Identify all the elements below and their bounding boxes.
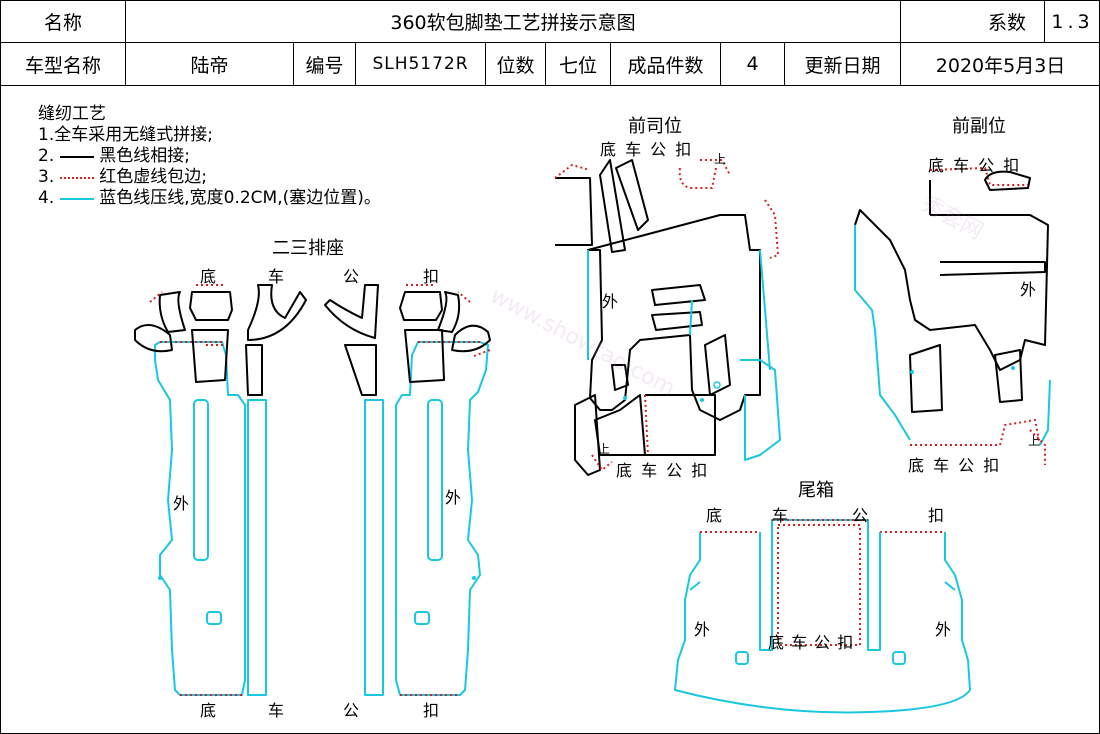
driver-side-mark: 上 bbox=[598, 442, 611, 456]
name-label: 名称 bbox=[0, 0, 126, 43]
code-value: SLH5172R bbox=[355, 42, 486, 86]
passenger-side-mark: 上 bbox=[1028, 434, 1041, 448]
driver-top-mark: 上 bbox=[714, 152, 727, 166]
section-title-rear-seats: 二三排座 bbox=[272, 238, 344, 259]
passenger-bottom-label: 底 车 公 扣 bbox=[908, 456, 1002, 475]
trunk-top-label-di: 底 bbox=[706, 506, 723, 525]
rear-seat-pieces bbox=[134, 284, 491, 396]
trunk-center-label: 底 车 公 扣 bbox=[768, 633, 855, 652]
header-table: 名称 360软包脚垫工艺拼接示意图 系数 1.3 车型名称 陆帝 编号 SLH5… bbox=[0, 0, 1100, 86]
rear-top-label-che: 车 bbox=[268, 267, 285, 286]
rear-left-panel bbox=[154, 341, 267, 696]
trunk-top-label-che: 车 bbox=[772, 506, 789, 525]
passenger-panel bbox=[854, 167, 1051, 465]
seats-value: 七位 bbox=[545, 42, 611, 86]
rear-top-label-di: 底 bbox=[200, 267, 217, 286]
legend-item-2-num: 2. bbox=[38, 146, 55, 166]
rear-right-outer-label: 外 bbox=[445, 488, 462, 507]
rear-bottom-label-gong: 公 bbox=[343, 701, 360, 720]
trunk-top-label-gong: 公 bbox=[852, 506, 869, 525]
legend-item-2: 2. 黑色线相接; bbox=[38, 146, 381, 167]
legend-item-3-num: 3. bbox=[38, 167, 55, 187]
code-label: 编号 bbox=[293, 42, 356, 86]
black-line-swatch bbox=[60, 155, 95, 158]
page-title: 360软包脚垫工艺拼接示意图 bbox=[124, 0, 902, 43]
trunk-top-label-kou: 扣 bbox=[928, 506, 945, 525]
driver-panel bbox=[554, 159, 781, 476]
rear-left-outer-label: 外 bbox=[173, 494, 190, 513]
rear-top-label-kou: 扣 bbox=[423, 267, 440, 286]
legend-title: 缝纫工艺 bbox=[38, 104, 106, 124]
driver-top-label: 底 车 公 扣 bbox=[600, 140, 694, 159]
driver-outer-label: 外 bbox=[602, 292, 619, 311]
legend-item-2-text: 黑色线相接; bbox=[99, 146, 190, 166]
legend-item-4-num: 4. bbox=[38, 188, 55, 208]
pieces-label: 成品件数 bbox=[610, 42, 721, 86]
passenger-outer-label: 外 bbox=[1020, 280, 1037, 299]
rear-top-label-gong: 公 bbox=[343, 267, 360, 286]
section-title-passenger: 前副位 bbox=[952, 116, 1006, 137]
rear-bottom-label-di: 底 bbox=[200, 701, 217, 720]
trunk-left-outer-label: 外 bbox=[694, 620, 711, 639]
rear-bottom-label-che: 车 bbox=[268, 701, 285, 720]
legend-item-4-text: 蓝色线压线,宽度0.2CM,(塞边位置)。 bbox=[99, 188, 381, 208]
legend-item-3: 3. 红色虚线包边; bbox=[38, 167, 381, 188]
red-dashed-swatch bbox=[60, 176, 95, 179]
blue-line-swatch bbox=[60, 197, 95, 200]
sewing-legend: 缝纫工艺 1.全车采用无缝式拼接; 2. 黑色线相接; 3. 红色虚线包边; 4… bbox=[38, 104, 381, 209]
date-value: 2020年5月3日 bbox=[900, 42, 1100, 86]
coef-value: 1.3 bbox=[1044, 0, 1100, 43]
pieces-value: 4 bbox=[720, 42, 785, 86]
section-title-trunk: 尾箱 bbox=[798, 480, 834, 501]
legend-item-4: 4. 蓝色线压线,宽度0.2CM,(塞边位置)。 bbox=[38, 188, 381, 209]
legend-item-1: 1.全车采用无缝式拼接; bbox=[38, 125, 213, 145]
section-title-driver: 前司位 bbox=[628, 116, 682, 137]
passenger-top-label: 底 车 公 扣 bbox=[928, 156, 1022, 175]
seats-label: 位数 bbox=[485, 42, 546, 86]
trunk-right-outer-label: 外 bbox=[935, 620, 952, 639]
legend-item-3-text: 红色虚线包边; bbox=[99, 167, 207, 187]
rear-right-panel bbox=[364, 341, 489, 696]
trunk-panel bbox=[674, 519, 971, 714]
driver-bottom-label: 底 车 公 扣 bbox=[616, 461, 710, 480]
date-label: 更新日期 bbox=[783, 42, 902, 86]
rear-bottom-label-kou: 扣 bbox=[423, 701, 440, 720]
